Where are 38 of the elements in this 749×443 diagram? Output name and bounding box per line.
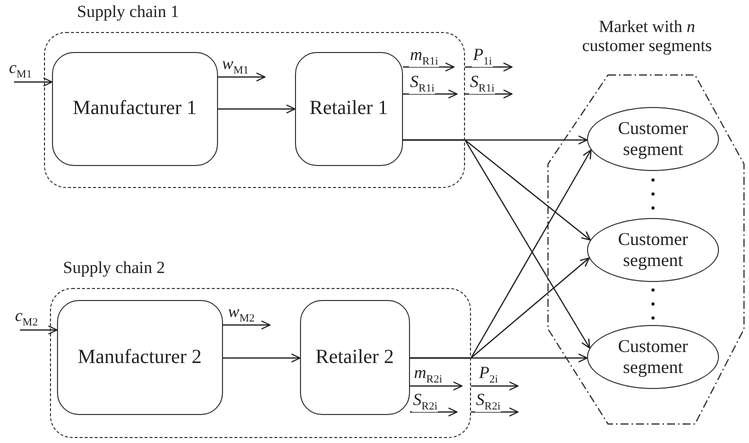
arrow — [20, 325, 58, 335]
arrow — [218, 72, 266, 82]
edge-label: P$_{1i}$ — [472, 46, 493, 68]
edge-label: S$_{R2i}$ — [412, 391, 438, 412]
arrow — [465, 89, 513, 99]
group-title: Supply chain 1 — [77, 3, 179, 22]
arrow — [465, 62, 513, 72]
node-label: Customer segment — [617, 336, 689, 378]
group-title: Market with n customer segments — [581, 18, 713, 56]
node-label: Retailer 1 — [310, 97, 388, 120]
arrow — [410, 381, 463, 391]
arrow — [410, 407, 458, 417]
segment-ellipse — [587, 325, 719, 389]
arrow — [223, 320, 271, 330]
node-label: Manufacturer 2 — [78, 346, 202, 369]
node-label: Customer segment — [617, 229, 689, 271]
edge-label: P$_{2i}$ — [478, 364, 499, 386]
arrow — [471, 381, 519, 391]
node-label: Retailer 2 — [316, 346, 394, 369]
arrow — [403, 62, 455, 72]
arrow — [403, 89, 458, 99]
group-title: Supply chain 2 — [63, 259, 165, 278]
node-label: Manufacturer 1 — [72, 97, 197, 120]
arrow — [223, 353, 301, 363]
process-box — [52, 52, 218, 166]
edge-label: S$_{R1i}$ — [409, 73, 436, 94]
node-label: Customer segment — [617, 118, 689, 160]
process-box — [294, 52, 403, 166]
edge-label: S$_{R1i}$ — [469, 73, 496, 94]
process-box — [300, 300, 410, 415]
arrow — [218, 104, 296, 114]
segment-ellipse — [587, 107, 719, 171]
arrow — [471, 407, 519, 417]
segment-ellipse — [587, 218, 719, 282]
arrow — [14, 77, 53, 87]
arrow — [410, 353, 588, 363]
edge-label: S$_{R2i}$ — [475, 391, 502, 412]
process-box — [56, 300, 223, 415]
